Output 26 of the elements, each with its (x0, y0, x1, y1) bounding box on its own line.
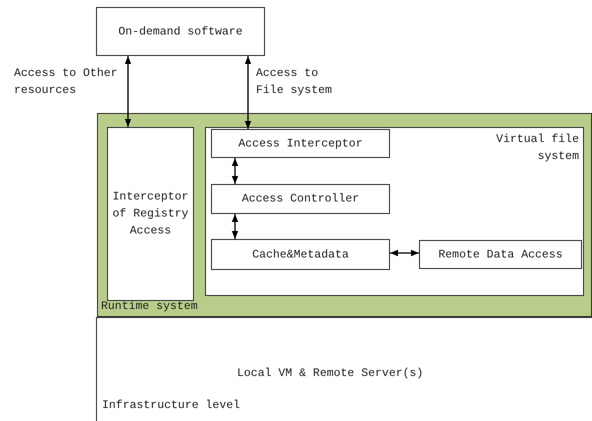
runtime-band (97, 113, 592, 317)
edge-label: Access to Other resources (14, 66, 119, 99)
group-heading: Runtime system (101, 299, 198, 315)
double-arrow (232, 214, 238, 239)
process-box (419, 240, 582, 269)
container-box (205, 127, 584, 296)
process-box (211, 129, 390, 158)
double-arrow (124, 56, 132, 127)
box-label: Access Interceptor (237, 136, 364, 152)
layer-heading: Infrastructure level (102, 398, 240, 414)
process-box (211, 239, 390, 270)
box-label: Cache&Metadata (251, 247, 350, 263)
box-label: On-demand software (117, 24, 244, 40)
double-arrow (244, 56, 252, 129)
box-label: Remote Data Access (437, 247, 564, 263)
edge-label: Access to File system (256, 66, 333, 99)
box-label: Interceptor of Registry Access (112, 190, 190, 240)
box-label: Access Controller (240, 192, 360, 208)
double-arrow (390, 250, 419, 256)
double-arrow (232, 158, 238, 184)
process-box (96, 7, 265, 56)
process-box (107, 127, 194, 301)
layer-area (96, 317, 592, 421)
process-box (211, 184, 390, 214)
layer-content: Local VM & Remote Server(s) (237, 366, 424, 382)
group-heading: Virtual file system (495, 132, 579, 165)
